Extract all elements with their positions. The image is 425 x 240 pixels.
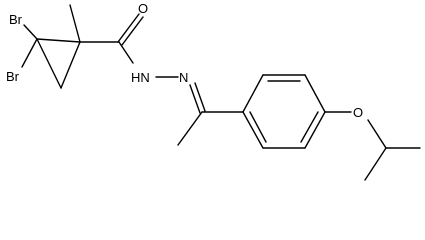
benzene-ring: [242, 74, 326, 149]
atom-label-carbonyl-o: O: [138, 1, 148, 16]
bond-c-br-bottom: [21, 38, 38, 68]
cyclopropane-ring: [36, 38, 81, 89]
bond-n-c-double-2: [194, 82, 206, 112]
bond-c-n: [118, 41, 134, 64]
bond-c-o-double-2: [121, 16, 144, 46]
atom-label-nh: HN: [131, 70, 150, 85]
bond-c-o-double-1: [117, 13, 140, 43]
bond-ring-top: [36, 38, 81, 43]
bond-o-ch: [367, 119, 387, 149]
bond-c-methyl: [177, 111, 203, 146]
bond-ar-6: [242, 111, 264, 149]
molecule-structure: Br Br O HN N O: [6, 1, 421, 181]
atom-label-br-top: Br: [9, 12, 23, 27]
bond-ar-inner-3: [249, 111, 267, 143]
atom-label-ether-o: O: [353, 105, 363, 120]
atom-label-imine-n: N: [179, 70, 188, 85]
bond-ar-1: [242, 74, 264, 113]
bond-ring-left: [36, 38, 62, 89]
bond-c-br-top: [23, 24, 38, 40]
bond-methyl-top: [69, 4, 81, 43]
bond-ar-inner-2: [300, 111, 319, 143]
bond-ar-3: [304, 74, 326, 113]
atom-label-br-bottom: Br: [6, 69, 20, 84]
bond-ch-ch3-down: [364, 147, 387, 181]
bond-n-c-double-1: [189, 84, 201, 114]
bond-ring-right: [60, 41, 81, 89]
bond-ar-4: [304, 111, 326, 149]
